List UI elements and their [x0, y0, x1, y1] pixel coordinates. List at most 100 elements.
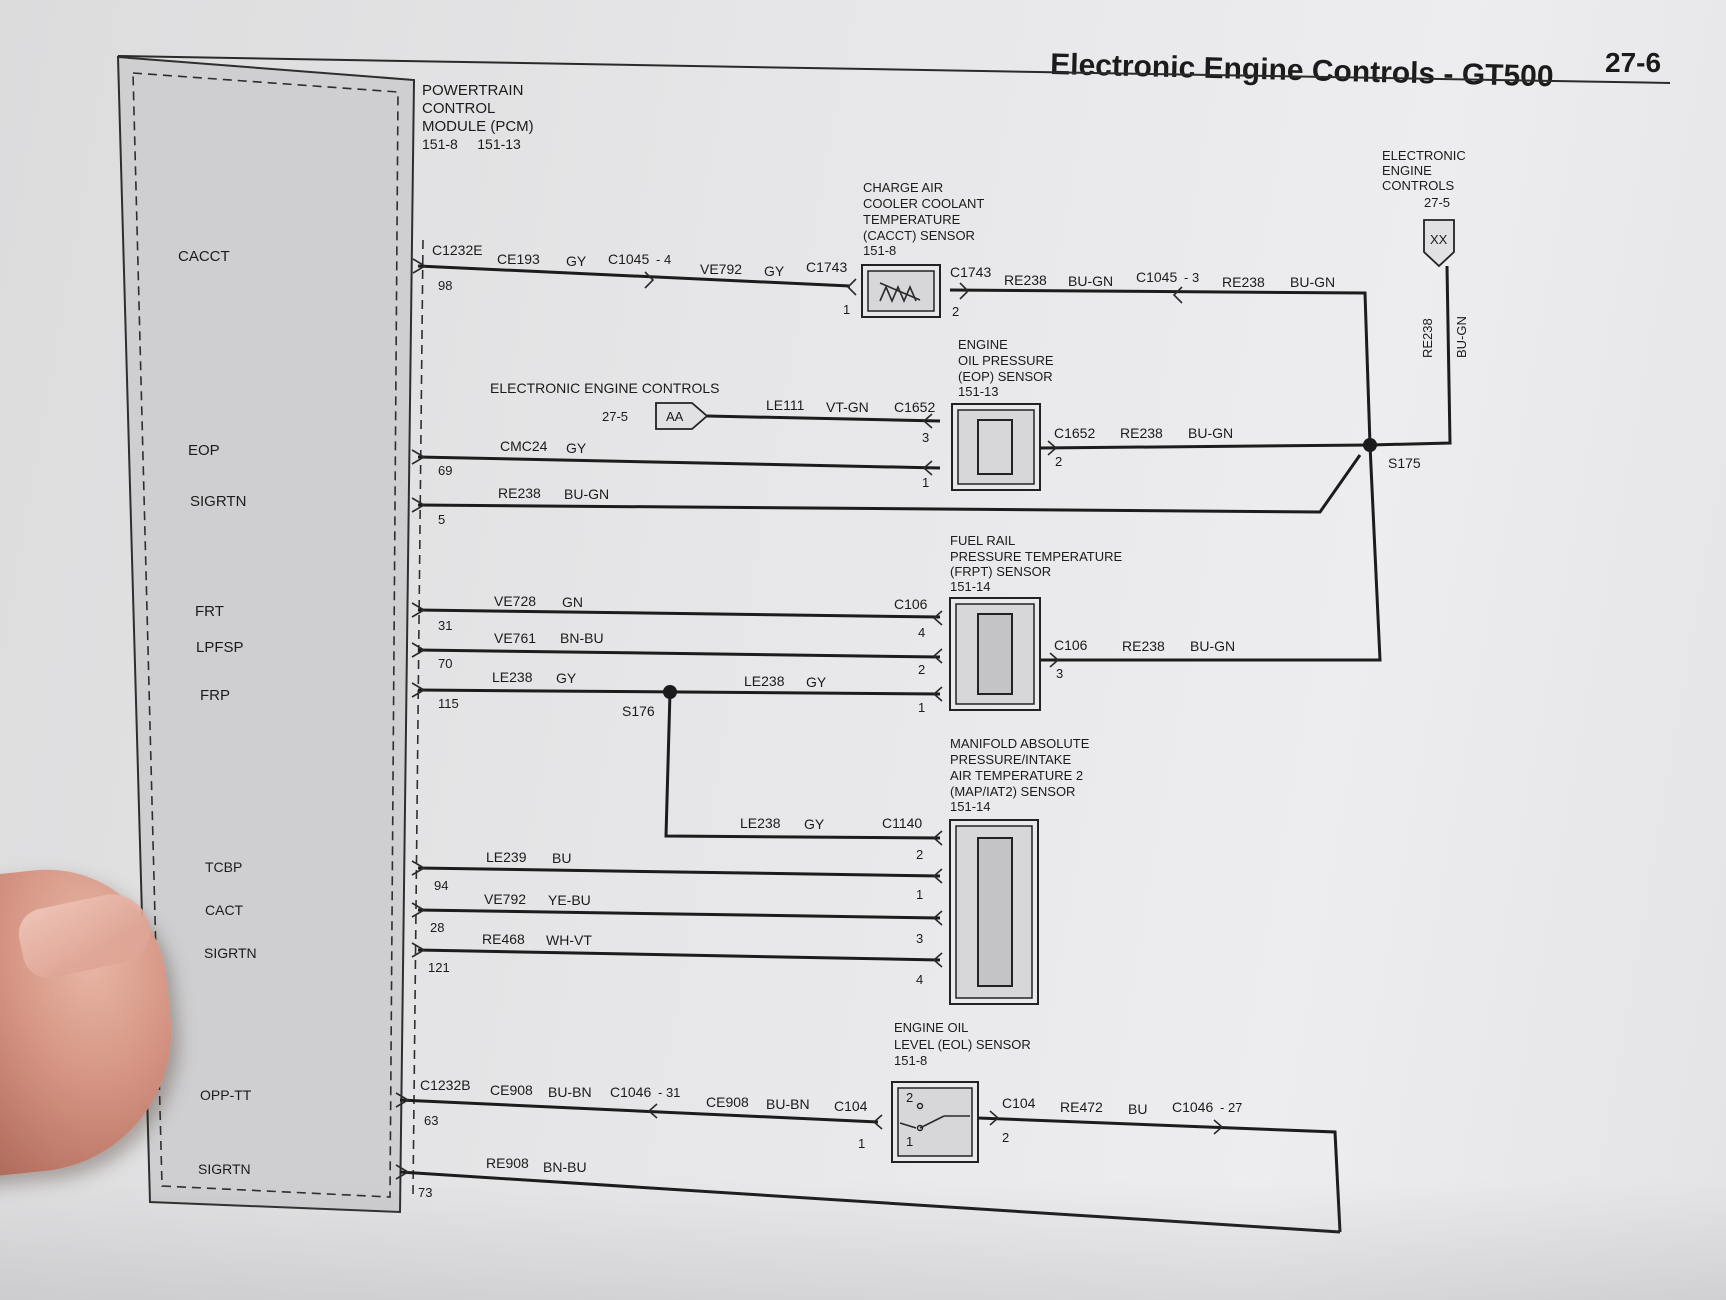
connector-arrow	[412, 258, 427, 274]
circuit-re238: RE238	[1004, 272, 1047, 288]
eol-title-3: 151-8	[894, 1053, 927, 1068]
wire-sigrtn-3	[399, 1170, 1341, 1234]
ref-eec-left-page: 27-5	[602, 409, 628, 424]
ref-tag-aa-label: AA	[666, 409, 684, 424]
circuit-re238-frpt: RE238	[1122, 638, 1165, 654]
conn-c1045-b-pin: - 3	[1184, 270, 1199, 285]
pin-lpfsp: LPFSP	[196, 639, 244, 656]
pcm-title-line1: POWERTRAIN	[422, 82, 523, 99]
map-title-2: PRESSURE/INTAKE	[950, 752, 1071, 767]
eop-title-1: ENGINE	[958, 337, 1008, 352]
ref-eec-right-page: 27-5	[1424, 195, 1450, 210]
ref-eec-right-3: CONTROLS	[1382, 178, 1455, 193]
pin-sigrtn-3: SIGRTN	[198, 1161, 251, 1177]
circuit-ve792: VE792	[700, 261, 742, 277]
color-bu-bn-b: BU-BN	[766, 1096, 810, 1112]
cacct-title-1: CHARGE AIR	[863, 180, 943, 195]
eop-sensor	[951, 403, 1041, 491]
header-rule	[117, 55, 1671, 84]
frpt-pin-2: 2	[918, 662, 925, 677]
conn-c1046-pin: - 31	[658, 1085, 680, 1100]
pin-frt: FRT	[195, 603, 224, 620]
frpt-title-1: FUEL RAIL	[950, 533, 1015, 548]
eol-pin-1: 1	[858, 1136, 865, 1151]
connector-arrow	[932, 910, 943, 926]
color-bn-bu: BN-BU	[560, 630, 604, 646]
frpt-pin-1: 1	[918, 700, 925, 715]
pcm-title-line3: MODULE (PCM)	[422, 118, 534, 135]
pin-sigrtn-1: SIGRTN	[190, 493, 246, 510]
color-gy: GY	[566, 253, 587, 269]
wire-lpfsp	[417, 648, 941, 659]
eol-inner-2: 2	[906, 1090, 913, 1105]
pin-121: 121	[428, 960, 450, 975]
conn-c1140: C1140	[882, 815, 922, 831]
pin-70: 70	[438, 656, 452, 671]
conn-c1046-b-pin: - 27	[1220, 1100, 1242, 1115]
color-bu-eol: BU	[1128, 1101, 1147, 1117]
circuit-le238-b: LE238	[744, 673, 785, 689]
connector-arrow	[922, 460, 933, 476]
vert-color-bu-gn: BU-GN	[1454, 316, 1469, 358]
connector-arrow	[932, 868, 943, 884]
conn-c104-b: C104	[1002, 1095, 1036, 1111]
frpt-title-2: PRESSURE TEMPERATURE	[950, 549, 1122, 564]
map-pin-2: 2	[916, 847, 923, 862]
conn-c1743-left: C1743	[806, 259, 847, 275]
eol-inner-1: 1	[906, 1134, 913, 1149]
map-iat2-sensor	[949, 819, 1039, 1005]
connector-arrow	[1172, 286, 1183, 304]
pcm-title-line2: CONTROL	[422, 100, 495, 117]
cacct-pin-1: 1	[843, 302, 850, 317]
pin-cact: CACT	[205, 902, 244, 918]
color-gy-eop: GY	[566, 440, 587, 456]
conn-c106-a: C106	[894, 596, 928, 612]
wire-cact	[417, 908, 941, 920]
circuit-ve761: VE761	[494, 630, 536, 646]
color-bu-gn: BU-GN	[1068, 273, 1113, 289]
wire-frp	[417, 688, 941, 696]
wire-eop	[417, 455, 941, 470]
circuit-ce193: CE193	[497, 251, 540, 267]
color-gy-map: GY	[804, 816, 825, 832]
wire-sigrtn-2	[417, 948, 941, 962]
connector-arrow	[411, 602, 426, 618]
conn-c106-b: C106	[1054, 637, 1088, 653]
eop-pin-2: 2	[1055, 454, 1062, 469]
wire-eop-return	[1039, 443, 1371, 450]
circuit-le111: LE111	[766, 397, 805, 413]
pin-28: 28	[430, 920, 444, 935]
vert-circuit-re238: RE238	[1420, 318, 1435, 358]
eol-sensor	[891, 1081, 979, 1163]
eop-pin-3: 3	[922, 430, 929, 445]
connector-arrow	[411, 449, 426, 465]
color-bu-gn-2: BU-GN	[1290, 274, 1335, 290]
color-bu-bn: BU-BN	[548, 1084, 592, 1100]
circuit-re238-eop: RE238	[1120, 425, 1163, 441]
pin-eop: EOP	[188, 442, 220, 459]
cacct-title-4: (CACCT) SENSOR	[863, 228, 975, 243]
frpt-pin-4: 4	[918, 625, 925, 640]
circuit-re472: RE472	[1060, 1099, 1103, 1115]
color-gy-frp-b: GY	[806, 674, 827, 690]
map-pin-3: 3	[916, 931, 923, 946]
connector-arrow	[959, 282, 970, 300]
connector-arrow	[846, 278, 857, 296]
map-title-1: MANIFOLD ABSOLUTE	[950, 736, 1090, 751]
wire-tcbp	[417, 866, 941, 878]
conn-c1232b: C1232B	[420, 1077, 471, 1093]
eop-pin-1: 1	[922, 475, 929, 490]
map-title-5: 151-14	[950, 799, 990, 814]
color-vt-gn: VT-GN	[826, 399, 869, 415]
circuit-re468: RE468	[482, 931, 525, 947]
frpt-title-4: 151-14	[950, 579, 990, 594]
eop-title-4: 151-13	[958, 384, 998, 399]
connector-arrow	[411, 642, 426, 658]
cacct-title-2: COOLER COOLANT	[863, 196, 984, 211]
ref-eec-right-2: ENGINE	[1382, 163, 1432, 178]
color-bu: BU	[552, 850, 571, 866]
connector-arrow	[1047, 440, 1058, 456]
ref-tag-aa	[655, 402, 709, 430]
color-gy-2: GY	[764, 263, 785, 279]
